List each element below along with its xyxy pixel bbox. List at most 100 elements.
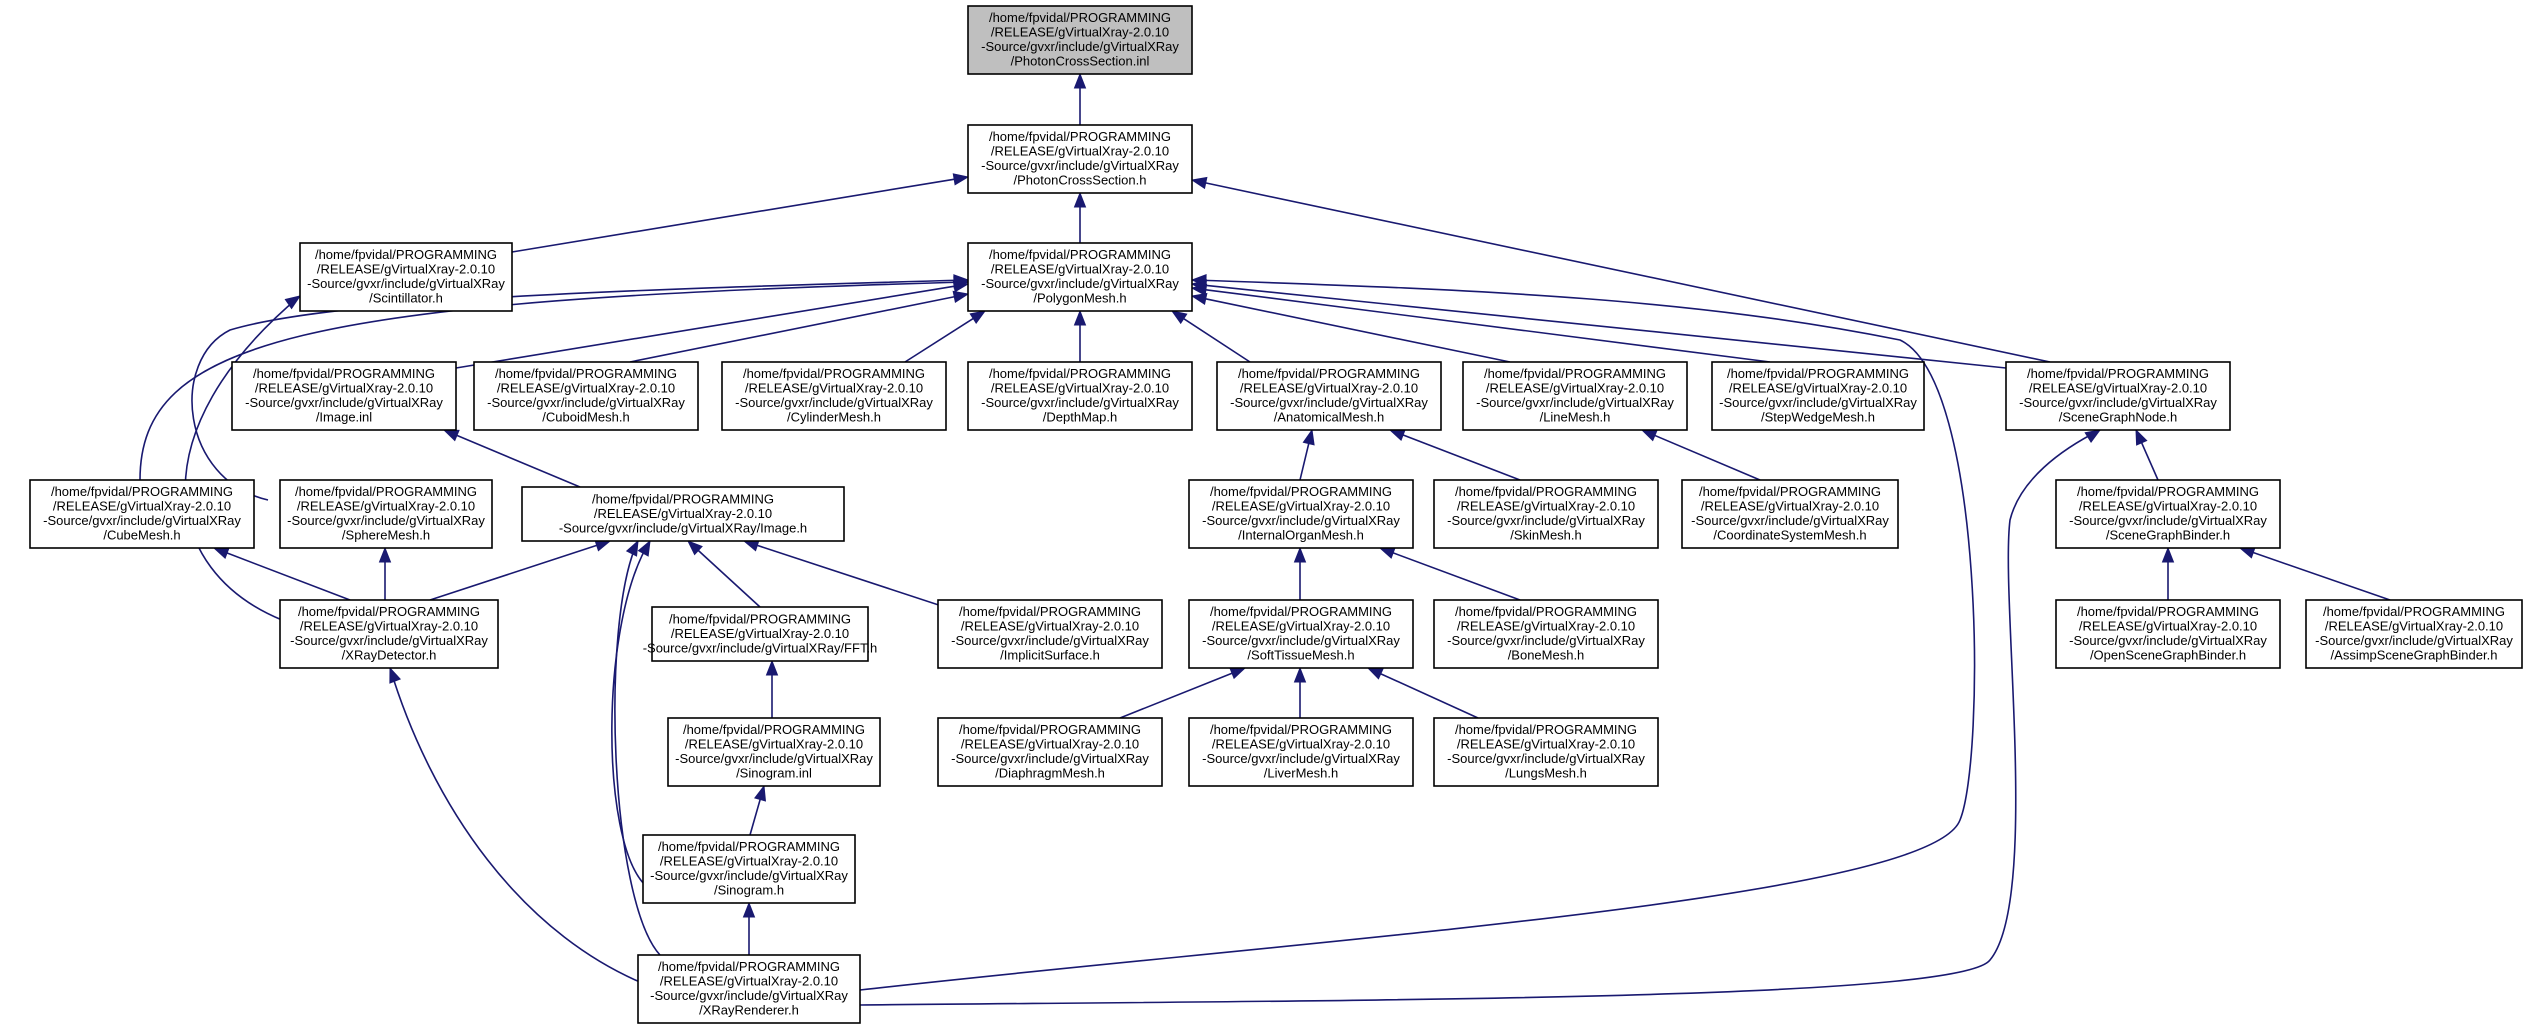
node-label-line: /OpenSceneGraphBinder.h	[2090, 648, 2246, 663]
node-box	[937, 717, 1163, 787]
node-label-line: /home/fpvidal/PROGRAMMING	[2323, 604, 2505, 619]
node-image_h[interactable]: /home/fpvidal/PROGRAMMING/RELEASE/gVirtu…	[521, 486, 845, 542]
node-label-line: /home/fpvidal/PROGRAMMING	[592, 491, 774, 506]
node-depth[interactable]: /home/fpvidal/PROGRAMMING/RELEASE/gVirtu…	[967, 361, 1193, 431]
node-label-line: /XRayDetector.h	[342, 648, 437, 663]
node-step[interactable]: /home/fpvidal/PROGRAMMING/RELEASE/gVirtu…	[1711, 361, 1925, 431]
edge-arrowhead	[1073, 191, 1087, 208]
node-anat[interactable]: /home/fpvidal/PROGRAMMING/RELEASE/gVirtu…	[1216, 361, 1442, 431]
edge-line	[859, 429, 2101, 1006]
node-box	[651, 606, 869, 662]
node-box	[1681, 479, 1899, 549]
node-bone[interactable]: /home/fpvidal/PROGRAMMING/RELEASE/gVirtu…	[1433, 599, 1659, 669]
edge-renderer-to-poly	[859, 274, 1976, 991]
node-implicit[interactable]: /home/fpvidal/PROGRAMMING/RELEASE/gVirtu…	[937, 599, 1163, 669]
node-liver[interactable]: /home/fpvidal/PROGRAMMING/RELEASE/gVirtu…	[1188, 717, 1414, 787]
edge-line	[1203, 181, 2051, 363]
node-renderer[interactable]: /home/fpvidal/PROGRAMMING/RELEASE/gVirtu…	[637, 954, 861, 1024]
edge-arrowhead	[625, 539, 639, 557]
node-assimp[interactable]: /home/fpvidal/PROGRAMMING/RELEASE/gVirtu…	[2305, 599, 2523, 669]
node-diaphragm[interactable]: /home/fpvidal/PROGRAMMING/RELEASE/gVirtu…	[937, 717, 1163, 787]
node-label-line: /home/fpvidal/PROGRAMMING	[1210, 484, 1392, 499]
node-label-line: /RELEASE/gVirtualXray-2.0.10	[991, 25, 1169, 40]
edge-arrowhead	[2238, 546, 2256, 559]
node-label-line: /RELEASE/gVirtualXray-2.0.10	[2079, 619, 2257, 634]
edge-cylinder-to-poly	[904, 310, 987, 363]
node-label-line: /home/fpvidal/PROGRAMMING	[1238, 366, 1420, 381]
edge-poly-to-pcs_h	[1073, 191, 1087, 243]
edge-sino_h-to-sino_inl	[749, 784, 767, 836]
edge-line	[1203, 297, 1511, 363]
node-label-line: /RELEASE/gVirtualXray-2.0.10	[660, 854, 838, 869]
edge-renderer-to-image_h	[614, 539, 661, 956]
node-fft[interactable]: /home/fpvidal/PROGRAMMING/RELEASE/gVirtu…	[643, 606, 878, 662]
node-label-line: /PhotonCrossSection.h	[1014, 173, 1147, 188]
edge-line	[611, 540, 651, 886]
node-label-line: -Source/gvxr/include/gVirtualXRay	[1719, 395, 1917, 410]
node-label-line: /RELEASE/gVirtualXray-2.0.10	[671, 626, 849, 641]
node-label-line: /RELEASE/gVirtualXray-2.0.10	[1457, 619, 1635, 634]
node-label-line: /LungsMesh.h	[1505, 766, 1587, 781]
node-label-line: /RELEASE/gVirtualXray-2.0.10	[255, 381, 433, 396]
edge-arrowhead	[378, 546, 392, 563]
node-label-line: -Source/gvxr/include/gVirtualXRay	[245, 395, 443, 410]
node-label-line: -Source/gvxr/include/gVirtualXRay/Image.…	[559, 520, 807, 535]
node-label-line: /CoordinateSystemMesh.h	[1713, 528, 1866, 543]
edge-xraydet-to-scint	[184, 295, 302, 621]
node-pcs_h[interactable]: /home/fpvidal/PROGRAMMING/RELEASE/gVirtu…	[967, 124, 1193, 194]
node-scint[interactable]: /home/fpvidal/PROGRAMMING/RELEASE/gVirtu…	[299, 242, 513, 312]
node-coord[interactable]: /home/fpvidal/PROGRAMMING/RELEASE/gVirtu…	[1681, 479, 1899, 549]
node-sphere[interactable]: /home/fpvidal/PROGRAMMING/RELEASE/gVirtu…	[279, 479, 493, 549]
node-box	[1462, 361, 1688, 431]
node-sino_inl[interactable]: /home/fpvidal/PROGRAMMING/RELEASE/gVirtu…	[667, 717, 881, 787]
node-box	[1188, 717, 1414, 787]
node-label-line: /home/fpvidal/PROGRAMMING	[989, 366, 1171, 381]
node-poly[interactable]: /home/fpvidal/PROGRAMMING/RELEASE/gVirtu…	[967, 242, 1193, 312]
edge-lungs-to-soft	[1366, 667, 1479, 719]
node-cuboid[interactable]: /home/fpvidal/PROGRAMMING/RELEASE/gVirtu…	[473, 361, 699, 431]
node-internal[interactable]: /home/fpvidal/PROGRAMMING/RELEASE/gVirtu…	[1188, 479, 1414, 549]
node-box	[937, 599, 1163, 669]
node-box	[521, 486, 845, 542]
node-label-line: -Source/gvxr/include/gVirtualXRay	[487, 395, 685, 410]
node-osg[interactable]: /home/fpvidal/PROGRAMMING/RELEASE/gVirtu…	[2055, 599, 2281, 669]
edge-line	[755, 543, 961, 613]
node-cylinder[interactable]: /home/fpvidal/PROGRAMMING/RELEASE/gVirtu…	[721, 361, 947, 431]
node-label-line: -Source/gvxr/include/gVirtualXRay	[650, 868, 848, 883]
node-soft[interactable]: /home/fpvidal/PROGRAMMING/RELEASE/gVirtu…	[1188, 599, 1414, 669]
node-label-line: -Source/gvxr/include/gVirtualXRay	[951, 633, 1149, 648]
node-label-line: -Source/gvxr/include/gVirtualXRay	[2069, 513, 2267, 528]
node-label-line: /home/fpvidal/PROGRAMMING	[669, 611, 851, 626]
node-label-line: /XRayRenderer.h	[699, 1003, 799, 1018]
node-label-line: /home/fpvidal/PROGRAMMING	[1210, 604, 1392, 619]
edge-arrowhead	[442, 429, 460, 442]
node-sino_h[interactable]: /home/fpvidal/PROGRAMMING/RELEASE/gVirtu…	[642, 834, 856, 904]
node-skin[interactable]: /home/fpvidal/PROGRAMMING/RELEASE/gVirtu…	[1433, 479, 1659, 549]
edge-image_inl-to-poly	[455, 280, 970, 369]
node-label-line: /RELEASE/gVirtualXray-2.0.10	[991, 144, 1169, 159]
node-box	[637, 954, 861, 1024]
node-xraydet[interactable]: /home/fpvidal/PROGRAMMING/RELEASE/gVirtu…	[279, 599, 499, 669]
node-image_inl[interactable]: /home/fpvidal/PROGRAMMING/RELEASE/gVirtu…	[231, 361, 457, 431]
node-line[interactable]: /home/fpvidal/PROGRAMMING/RELEASE/gVirtu…	[1462, 361, 1688, 431]
node-box	[1433, 599, 1659, 669]
node-box	[967, 124, 1193, 194]
edge-sino_inl-to-fft	[765, 659, 779, 718]
node-label-line: -Source/gvxr/include/gVirtualXRay	[981, 276, 1179, 291]
edge-line	[224, 551, 351, 601]
node-pcs_inl[interactable]: /home/fpvidal/PROGRAMMING/RELEASE/gVirtu…	[967, 5, 1193, 75]
edge-arrowhead	[2084, 429, 2102, 443]
node-sgnode[interactable]: /home/fpvidal/PROGRAMMING/RELEASE/gVirtu…	[2005, 361, 2231, 431]
edge-arrowhead	[686, 540, 703, 556]
edge-arrowhead	[953, 274, 970, 287]
edge-line	[1652, 433, 1761, 481]
node-label-line: /RELEASE/gVirtualXray-2.0.10	[297, 499, 475, 514]
edge-arrowhead	[1190, 292, 1208, 306]
node-label-line: /RELEASE/gVirtualXray-2.0.10	[53, 499, 231, 514]
node-cube[interactable]: /home/fpvidal/PROGRAMMING/RELEASE/gVirtu…	[29, 479, 255, 549]
node-label-line: /RELEASE/gVirtualXray-2.0.10	[2079, 499, 2257, 514]
node-label-line: /PhotonCrossSection.inl	[1011, 54, 1150, 69]
edge-arrowhead	[1640, 429, 1658, 442]
node-sgbinder[interactable]: /home/fpvidal/PROGRAMMING/RELEASE/gVirtu…	[2055, 479, 2281, 549]
node-lungs[interactable]: /home/fpvidal/PROGRAMMING/RELEASE/gVirtu…	[1433, 717, 1659, 787]
